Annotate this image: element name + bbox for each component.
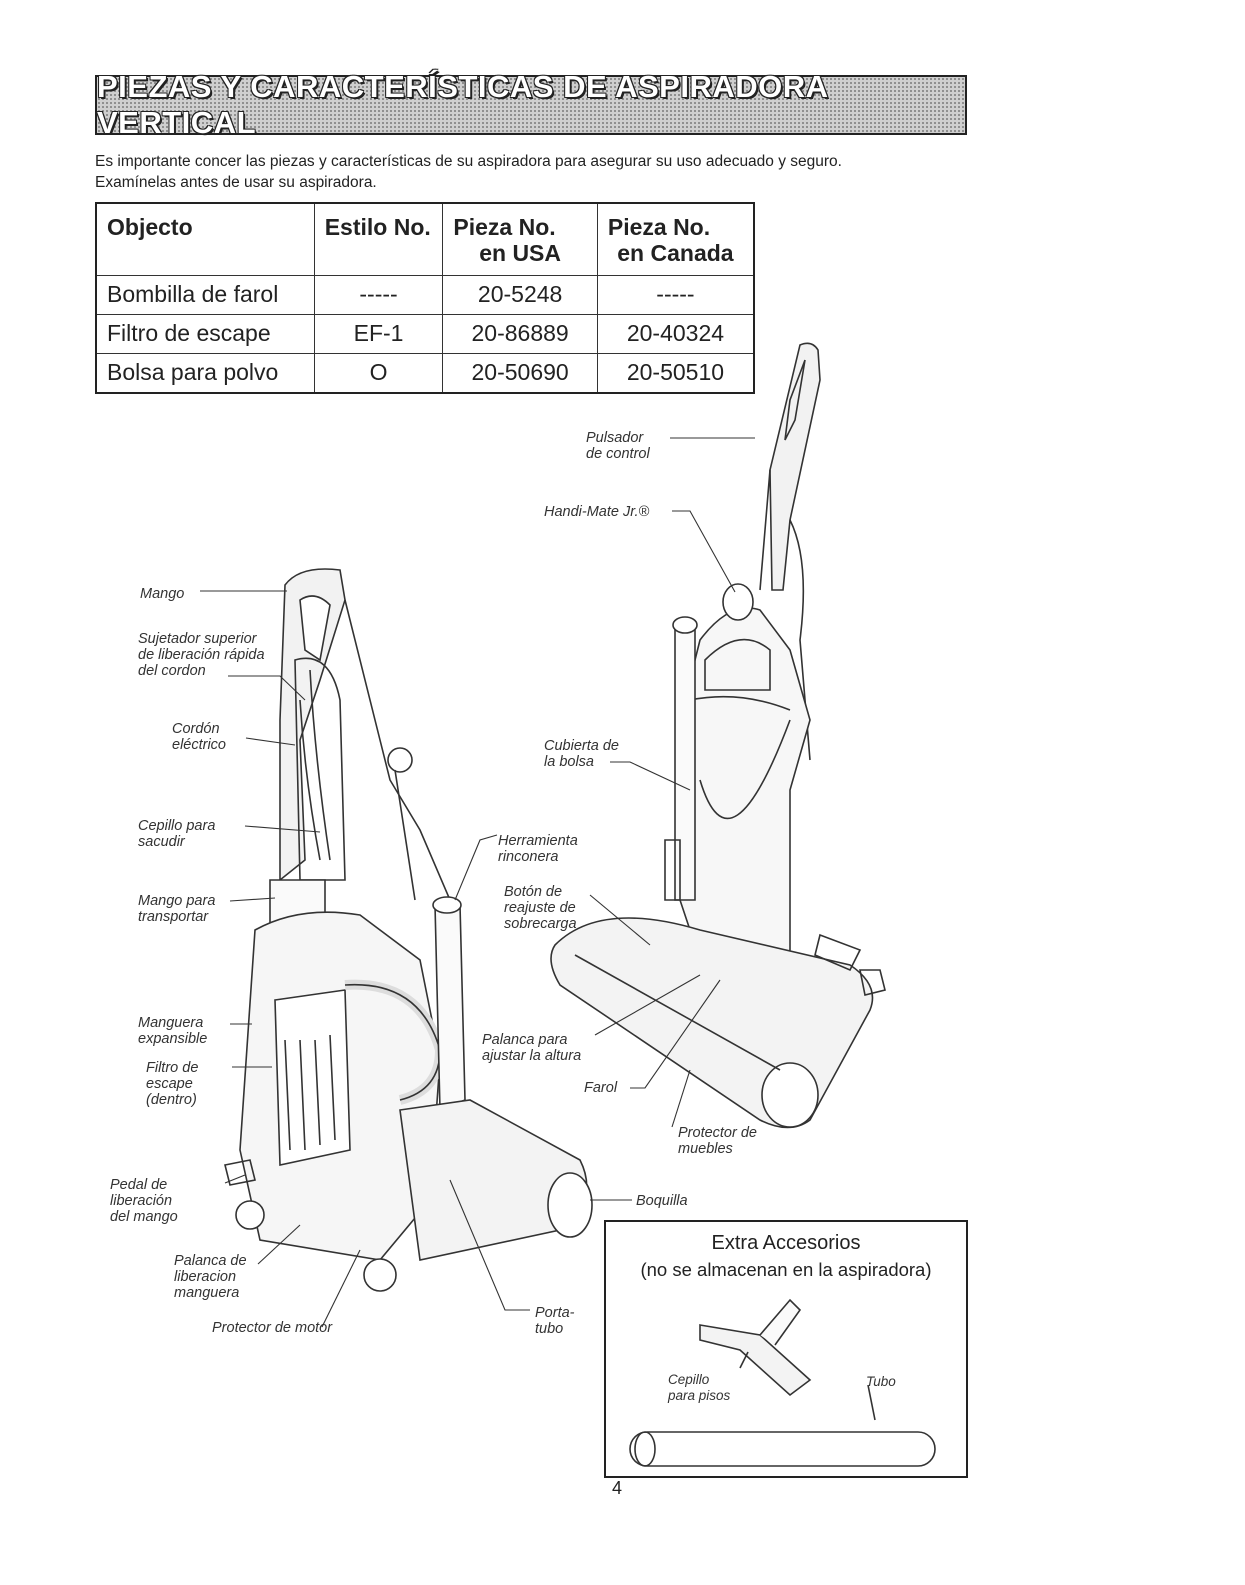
- parts-table: Objecto Estilo No. Pieza No.en USA Pieza…: [95, 202, 755, 394]
- label-mango-transportar: Mango para transportar: [138, 893, 216, 925]
- label-boquilla: Boquilla: [636, 1193, 688, 1209]
- extra-accessories-box: Extra Accesorios (no se almacenan en la …: [604, 1220, 968, 1478]
- label-sujetador: Sujetador superior de liberación rápida …: [138, 631, 265, 679]
- header-pieza-canada: Pieza No.en Canada: [596, 202, 755, 276]
- label-mango: Mango: [140, 586, 185, 602]
- cell-usa: 20-50690: [442, 352, 598, 393]
- table-row: Bolsa para polvo O 20-50690 20-50510: [95, 352, 755, 393]
- cell-canada: -----: [596, 274, 755, 315]
- header-objecto: Objecto: [95, 202, 315, 276]
- label-cepillo-pisos: Cepillo para pisos: [668, 1372, 731, 1403]
- cell-estilo: O: [313, 352, 444, 393]
- label-protector-motor: Protector de motor: [212, 1320, 333, 1336]
- extra-accessories-title: Extra Accesorios: [711, 1232, 861, 1254]
- table-row: Bombilla de farol ----- 20-5248 -----: [95, 274, 755, 315]
- cell-objecto: Filtro de escape: [95, 313, 315, 354]
- label-farol: Farol: [584, 1080, 618, 1096]
- rear-vacuum-drawing: [224, 568, 593, 1292]
- table-header-row: Objecto Estilo No. Pieza No.en USA Pieza…: [95, 202, 755, 276]
- label-portatubo: Porta- tubo: [535, 1305, 575, 1337]
- label-tubo: Tubo: [866, 1374, 896, 1389]
- label-cordon: Cordón eléctrico: [172, 721, 226, 753]
- table-row: Filtro de escape EF-1 20-86889 20-40324: [95, 313, 755, 354]
- cell-canada: 20-40324: [596, 313, 755, 354]
- label-protector-muebles: Protector de muebles: [678, 1125, 757, 1157]
- label-pulsador: Pulsador de control: [586, 430, 650, 462]
- label-cubierta: Cubierta de la bolsa: [544, 738, 619, 770]
- intro-line-1: Es importante concer las piezas y caract…: [95, 153, 842, 170]
- cell-estilo: EF-1: [313, 313, 444, 354]
- intro-text: Es importante concer las piezas y caract…: [95, 151, 975, 193]
- header-pieza-usa: Pieza No.en USA: [442, 202, 598, 276]
- cell-objecto: Bombilla de farol: [95, 274, 315, 315]
- extra-accessories-subtitle: (no se almacenan en la aspiradora): [640, 1259, 932, 1280]
- intro-line-2: Examínelas antes de usar su aspiradora.: [95, 174, 377, 191]
- cell-objecto: Bolsa para polvo: [95, 352, 315, 393]
- label-cepillo-sacudir: Cepillo para sacudir: [138, 818, 216, 850]
- label-boton: Botón de reajuste de sobrecarga: [504, 884, 577, 932]
- section-title: PIEZAS Y CARACTERÍSTICAS DE ASPIRADORA V…: [97, 69, 828, 140]
- label-manguera: Manguera expansible: [138, 1015, 208, 1047]
- label-handimate: Handi-Mate Jr.®: [544, 504, 650, 520]
- section-title-banner: PIEZAS Y CARACTERÍSTICAS DE ASPIRADORA V…: [95, 69, 967, 140]
- page-number: 4: [612, 1478, 623, 1498]
- label-pedal: Pedal de liberación del mango: [110, 1177, 178, 1225]
- label-palanca-altura: Palanca para ajustar la altura: [482, 1032, 582, 1064]
- front-vacuum-drawing: [550, 342, 886, 1129]
- label-palanca-liberacion: Palanca de liberacion manguera: [174, 1253, 247, 1301]
- accessory-drawings: [629, 1298, 936, 1467]
- label-herramienta: Herramienta rinconera: [498, 833, 578, 865]
- leader-lines: [200, 437, 755, 1328]
- label-filtro: Filtro de escape (dentro): [146, 1060, 199, 1108]
- cell-usa: 20-5248: [442, 274, 598, 315]
- cell-usa: 20-86889: [442, 313, 598, 354]
- cell-canada: 20-50510: [596, 352, 755, 393]
